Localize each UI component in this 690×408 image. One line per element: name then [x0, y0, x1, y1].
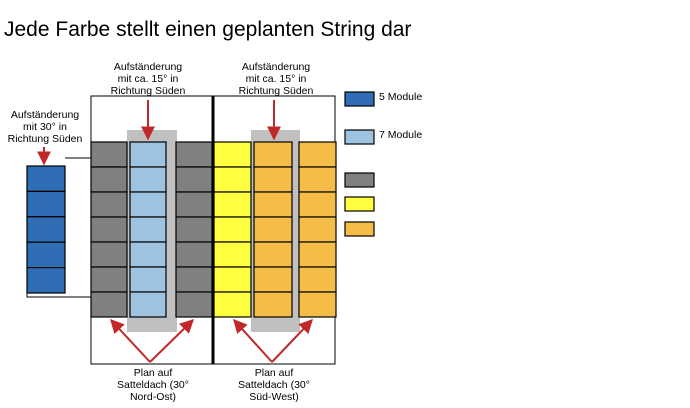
module-yellow — [213, 166, 252, 193]
arrow-bottom-left-b — [149, 319, 195, 363]
module-far-left-blue — [26, 267, 66, 294]
arrow-bottom-left-a — [110, 318, 151, 363]
module-yellow — [213, 216, 252, 243]
module-left-gray — [90, 166, 128, 193]
module-orange-inner — [253, 241, 293, 268]
module-yellow — [213, 141, 252, 168]
module-center-light-blue — [129, 141, 167, 168]
module-orange-outer — [298, 141, 337, 168]
module-center-gray — [175, 216, 213, 243]
module-left-gray — [90, 266, 128, 293]
module-orange-outer — [298, 241, 337, 268]
module-left-gray — [90, 241, 128, 268]
module-center-gray — [175, 141, 213, 168]
module-orange-inner — [253, 216, 293, 243]
legend-swatch-0 — [344, 91, 375, 107]
module-orange-outer — [298, 216, 337, 243]
arrow-bottom-right-b — [271, 318, 313, 363]
annotation-bottom-right: Plan auf Satteldach (30° Süd-West) — [238, 367, 310, 403]
module-far-left-blue — [26, 241, 66, 269]
module-far-left-blue — [26, 216, 66, 243]
legend-label-7-module: 7 Module — [379, 129, 423, 141]
diagram-title: Jede Farbe stellt einen geplanten String… — [4, 18, 412, 41]
module-center-gray — [175, 241, 213, 268]
legend-swatch-3 — [344, 196, 375, 212]
module-left-gray — [90, 291, 128, 318]
module-center-gray — [175, 191, 213, 218]
annotation-bottom-left: Plan auf Satteldach (30° Nord-Ost) — [117, 367, 189, 403]
legend-swatch-1 — [344, 129, 375, 145]
annotation-right-top: Aufständerung mit ca. 15° in Richtung Sü… — [238, 61, 314, 97]
module-orange-inner — [253, 141, 293, 168]
arrow-bottom-right-a — [233, 318, 273, 363]
module-center-light-blue — [129, 216, 167, 243]
module-far-left-blue — [26, 190, 66, 218]
module-center-light-blue — [129, 166, 167, 193]
module-center-gray — [175, 266, 213, 293]
module-center-light-blue — [129, 191, 167, 218]
module-yellow — [213, 266, 252, 293]
module-orange-inner — [253, 266, 293, 293]
module-orange-inner — [253, 166, 293, 193]
module-orange-outer — [298, 291, 337, 318]
module-yellow — [213, 291, 252, 318]
legend-swatch-4 — [344, 221, 375, 237]
module-left-gray — [90, 141, 128, 168]
annotation-left-top: Aufständerung mit ca. 15° in Richtung Sü… — [110, 61, 186, 97]
legend-label-5-module: 5 Module — [379, 91, 423, 103]
module-center-light-blue — [129, 241, 167, 268]
module-far-left-blue — [26, 165, 66, 192]
module-left-gray — [90, 216, 128, 243]
module-center-light-blue — [129, 291, 167, 318]
module-orange-inner — [253, 191, 293, 218]
module-center-gray — [175, 291, 213, 318]
module-yellow — [213, 241, 252, 268]
annotation-far-left: Aufständerung mit 30° in Richtung Süden — [7, 109, 83, 145]
module-center-light-blue — [129, 266, 167, 293]
legend-swatch-2 — [344, 172, 375, 188]
module-yellow — [213, 191, 252, 218]
module-orange-outer — [298, 191, 337, 218]
module-orange-outer — [298, 266, 337, 293]
module-orange-outer — [298, 166, 337, 193]
module-orange-inner — [253, 291, 293, 318]
module-center-gray — [175, 166, 213, 193]
module-left-gray — [90, 191, 128, 218]
